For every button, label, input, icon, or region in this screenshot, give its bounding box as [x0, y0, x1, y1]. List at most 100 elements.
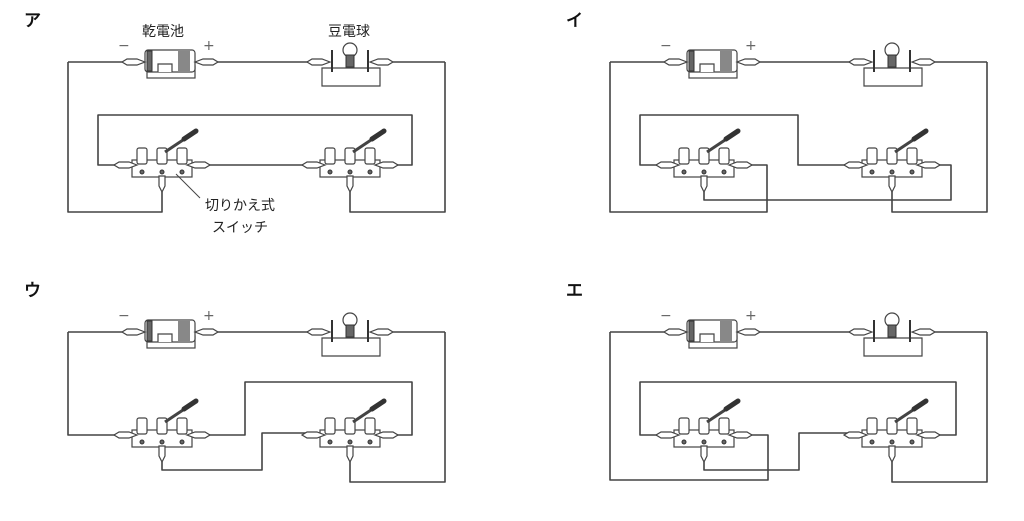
- wire: [349, 332, 446, 483]
- wire: [891, 332, 988, 483]
- switch-terminal: [156, 147, 168, 165]
- screw: [159, 439, 165, 445]
- changeover-switch: [654, 398, 754, 464]
- screw: [701, 169, 707, 175]
- switch-terminal: [698, 147, 710, 165]
- clip-lead: [346, 175, 354, 194]
- screw: [327, 169, 333, 175]
- battery: [68, 49, 308, 79]
- clip-lead: [654, 161, 681, 169]
- wire: [67, 62, 163, 213]
- screw: [909, 169, 915, 175]
- switch-terminal: [176, 147, 188, 165]
- clip-lead: [915, 161, 942, 169]
- screw: [701, 439, 707, 445]
- battery-band: [178, 51, 190, 71]
- clip-lead: [305, 58, 332, 66]
- screw: [327, 439, 333, 445]
- screw: [139, 169, 145, 175]
- clip-lead: [158, 175, 166, 194]
- panel-label: ア: [24, 11, 41, 31]
- switch-terminal: [886, 147, 898, 165]
- bulb: [847, 312, 987, 357]
- clip-lead: [373, 431, 400, 439]
- switch-terminal: [324, 417, 336, 435]
- bulb-base: [863, 337, 923, 357]
- battery-clip: [699, 63, 715, 72]
- changeover-switch: [300, 128, 400, 194]
- switch-terminal: [364, 417, 376, 435]
- bulb-socket: [887, 324, 897, 338]
- clip-lead: [847, 328, 874, 336]
- clip-lead: [888, 445, 896, 464]
- changeover-switch: [842, 128, 942, 194]
- circuit-panel-i: イ−+: [566, 11, 988, 213]
- clip-lead: [735, 58, 762, 66]
- switch-terminal: [344, 417, 356, 435]
- switch-handle: [369, 398, 387, 412]
- wire: [639, 114, 850, 166]
- clip-lead: [368, 328, 395, 336]
- switch-handle: [181, 128, 199, 142]
- clip-lead: [888, 175, 896, 194]
- battery-clip: [699, 333, 715, 342]
- panel-label: イ: [566, 11, 583, 31]
- minus-sign: −: [660, 308, 672, 324]
- screw: [347, 169, 353, 175]
- screw: [179, 439, 185, 445]
- battery-clip: [157, 333, 173, 342]
- bulb-base: [321, 67, 381, 87]
- circuit-panel-u: ウ−+: [24, 281, 446, 483]
- bulb: [847, 42, 987, 87]
- bulb: [305, 312, 445, 357]
- switch-terminal: [136, 417, 148, 435]
- battery-band: [720, 51, 732, 71]
- battery: [610, 49, 850, 79]
- switch-handle: [181, 398, 199, 412]
- screw: [159, 169, 165, 175]
- screw: [367, 439, 373, 445]
- switch-terminal: [906, 147, 918, 165]
- clip-lead: [842, 161, 869, 169]
- screw: [889, 439, 895, 445]
- screw: [681, 439, 687, 445]
- switch-handle: [911, 128, 929, 142]
- wire: [703, 164, 952, 201]
- bulb-socket: [887, 54, 897, 68]
- wire: [703, 432, 850, 471]
- switch-terminal: [344, 147, 356, 165]
- clip-lead: [910, 328, 937, 336]
- wire: [161, 432, 308, 471]
- battery-clip: [157, 63, 173, 72]
- switch-handle: [723, 398, 741, 412]
- changeover-switch: [112, 398, 212, 464]
- switch-terminal: [678, 417, 690, 435]
- clip-lead: [662, 328, 689, 336]
- clip-lead: [346, 445, 354, 464]
- bulb-base: [321, 337, 381, 357]
- clip-lead: [373, 161, 400, 169]
- minus-sign: −: [118, 38, 130, 54]
- screw: [869, 169, 875, 175]
- switch-terminal: [718, 417, 730, 435]
- screw: [681, 169, 687, 175]
- bulb: [305, 42, 445, 87]
- screw: [179, 169, 185, 175]
- battery-terminal: [146, 50, 153, 72]
- clip-lead: [727, 431, 754, 439]
- switch-terminal: [364, 147, 376, 165]
- switch-terminal: [156, 417, 168, 435]
- clip-lead: [112, 161, 139, 169]
- clip-lead: [727, 161, 754, 169]
- wire: [609, 62, 768, 213]
- clip-lead: [305, 328, 332, 336]
- switch-terminal: [324, 147, 336, 165]
- panel-label: ウ: [24, 281, 41, 301]
- battery-label: 乾電池: [142, 24, 184, 40]
- switch-handle: [723, 128, 741, 142]
- clip-lead: [300, 431, 327, 439]
- bulb-base: [863, 67, 923, 87]
- clip-lead: [120, 328, 147, 336]
- screw: [889, 169, 895, 175]
- clip-lead: [193, 328, 220, 336]
